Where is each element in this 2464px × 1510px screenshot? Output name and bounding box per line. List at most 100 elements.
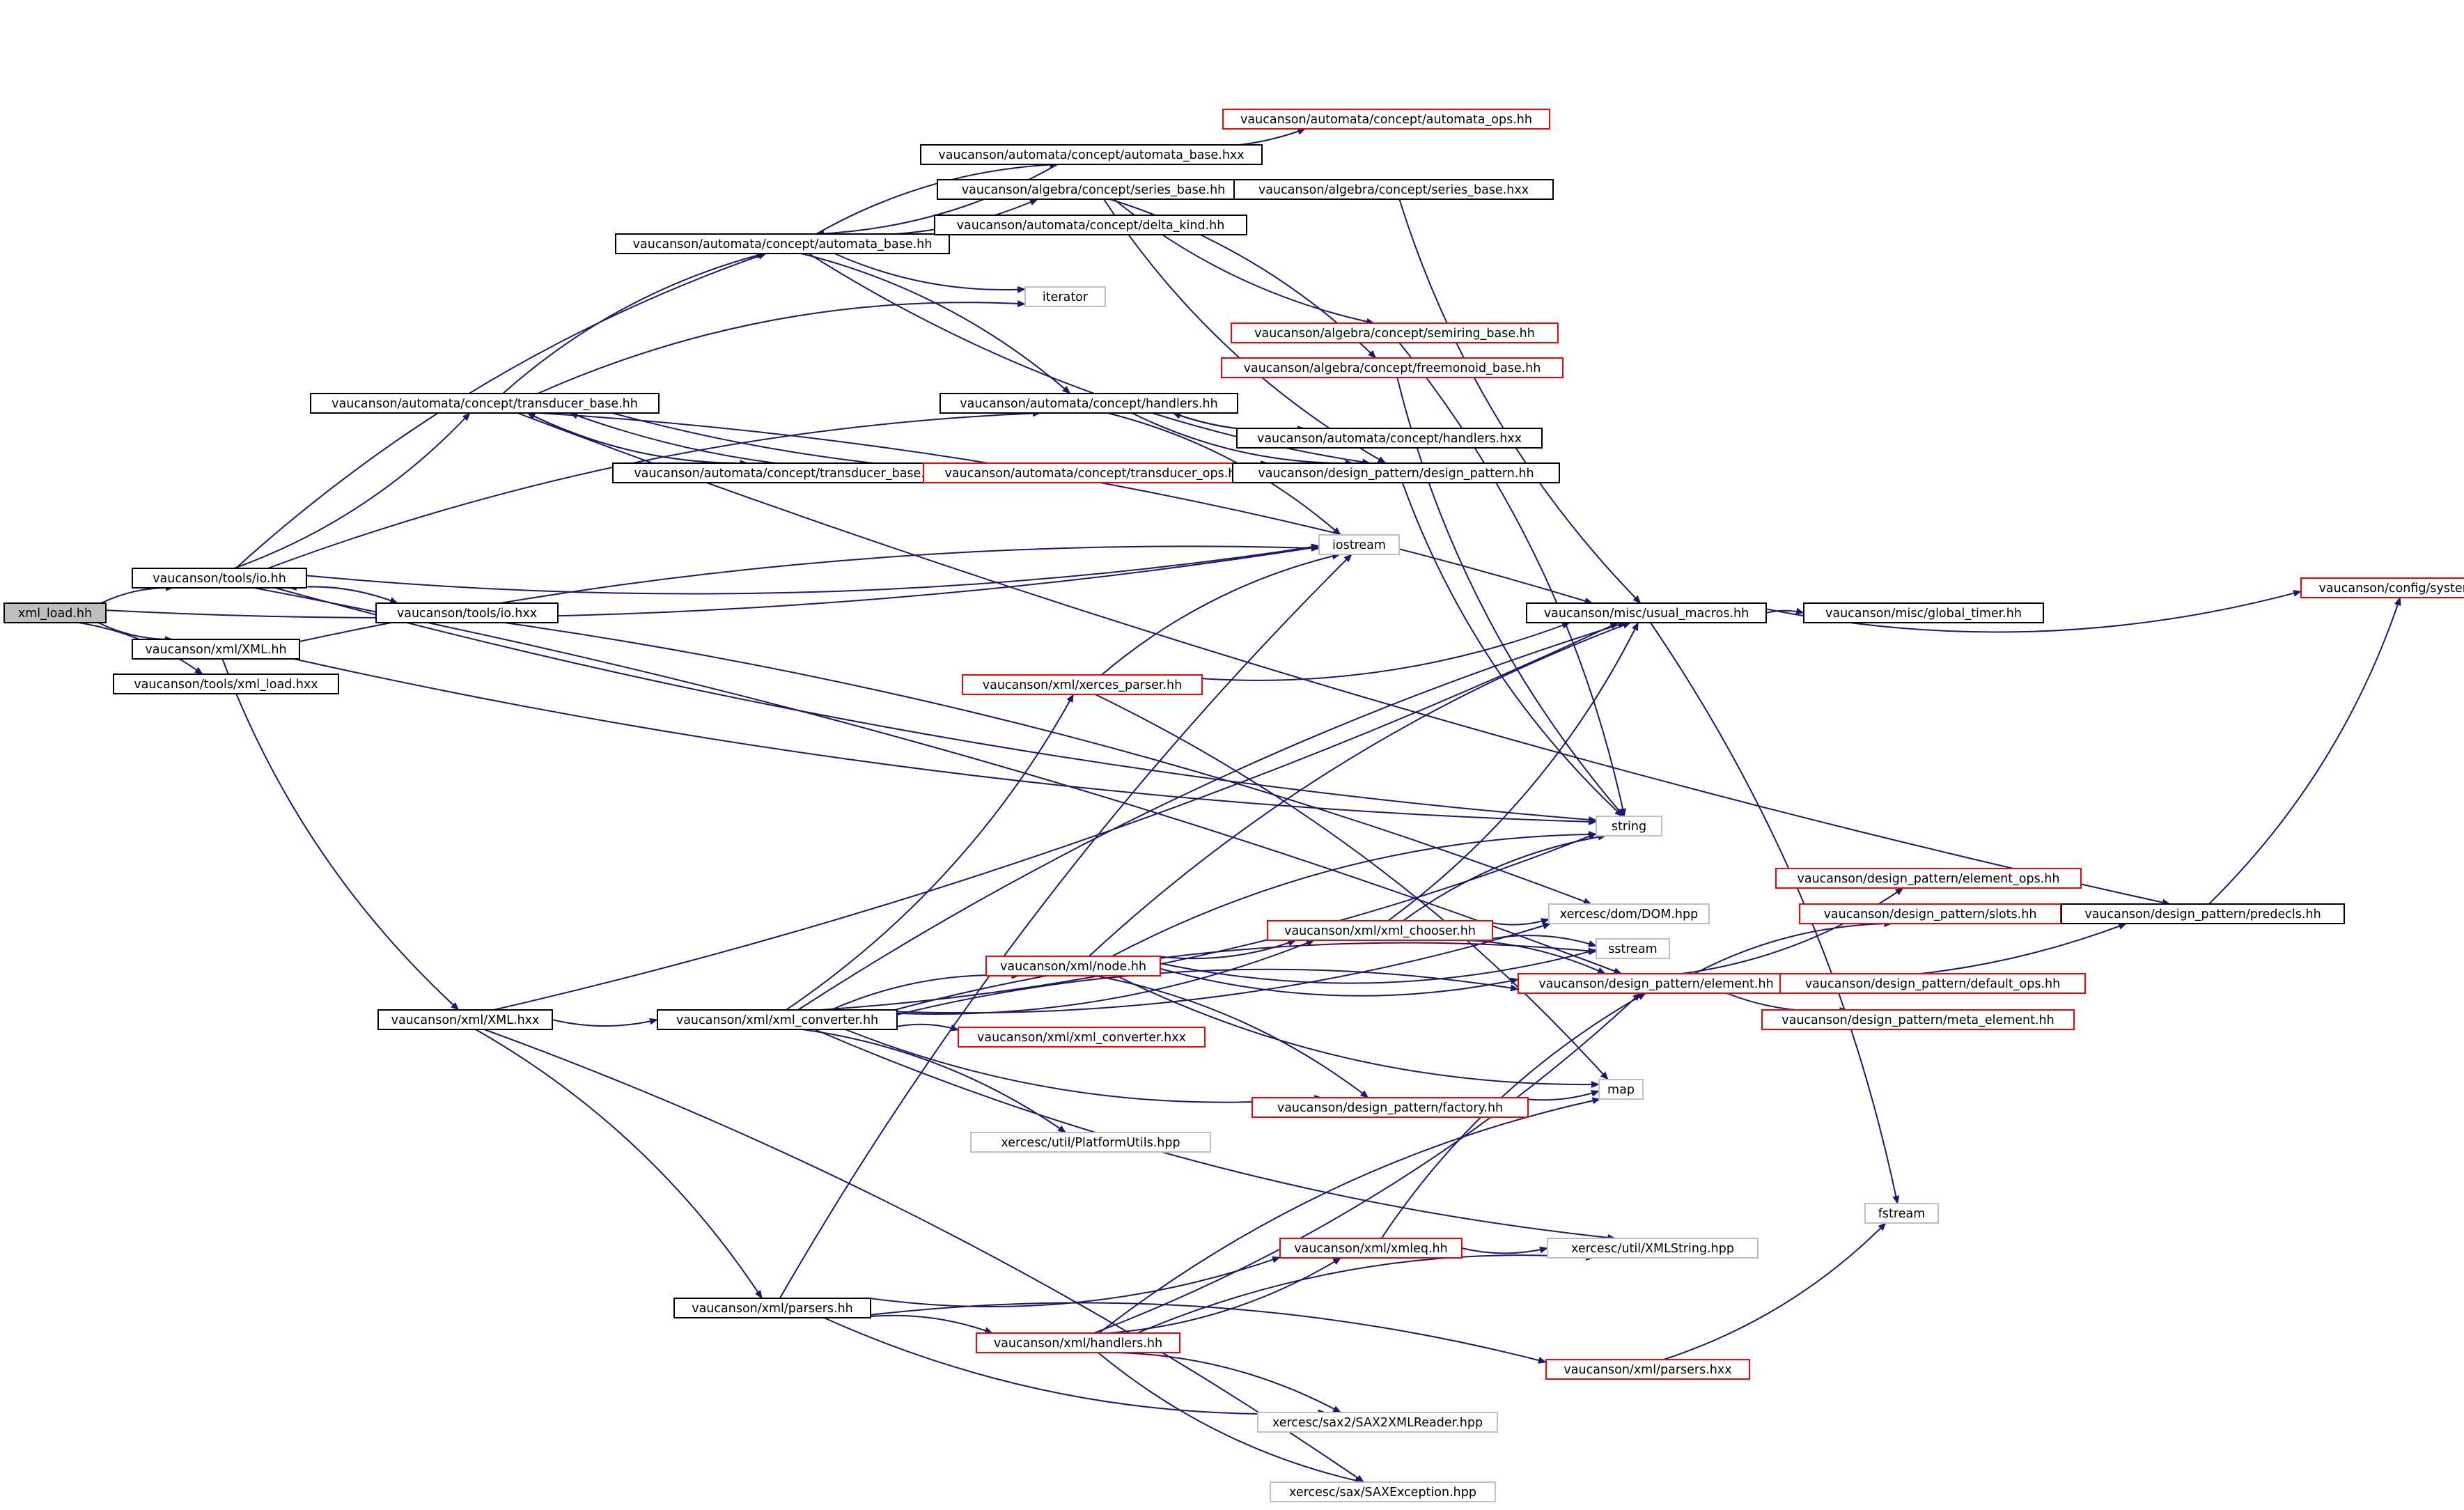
file-node-label: map bbox=[1607, 1083, 1635, 1097]
file-node-label: vaucanson/xml/XML.hh bbox=[145, 643, 286, 657]
file-node-box bbox=[1545, 1359, 1750, 1380]
include-edge bbox=[105, 544, 1320, 619]
file-node-io-hh[interactable]: vaucanson/tools/io.hh bbox=[132, 568, 307, 589]
include-edge bbox=[1157, 940, 1297, 960]
file-node-platformutils-hpp[interactable]: xercesc/util/PlatformUtils.hpp bbox=[970, 1132, 1211, 1153]
file-node-delta-kind-hh[interactable]: vaucanson/automata/concept/delta_kind.hh bbox=[934, 215, 1247, 235]
file-node-label: vaucanson/design_pattern/element.hh bbox=[1538, 977, 1773, 991]
file-node-xml-load-hxx[interactable]: vaucanson/tools/xml_load.hxx bbox=[113, 674, 339, 694]
file-node-box bbox=[923, 462, 1265, 483]
file-node-label: vaucanson/design_pattern/default_ops.hh bbox=[1805, 977, 2060, 991]
file-node-label: vaucanson/misc/global_timer.hh bbox=[1825, 607, 2022, 621]
file-node-semiring-base-hh[interactable]: vaucanson/algebra/concept/semiring_base.… bbox=[1231, 322, 1559, 343]
file-node-box bbox=[934, 215, 1247, 235]
include-edge bbox=[1726, 993, 1848, 1015]
file-node-meta-element-hh[interactable]: vaucanson/design_pattern/meta_element.hh bbox=[1761, 1009, 2075, 1030]
file-node-series-base-hh[interactable]: vaucanson/algebra/concept/series_base.hh bbox=[937, 179, 1250, 200]
file-node-root[interactable]: xml_load.hh bbox=[3, 602, 107, 623]
include-edge bbox=[293, 658, 1597, 825]
file-node-automata-ops-hh[interactable]: vaucanson/automata/concept/automata_ops.… bbox=[1222, 109, 1550, 130]
include-edge bbox=[1663, 1222, 1887, 1360]
file-node-parsers-hxx[interactable]: vaucanson/xml/parsers.hxx bbox=[1545, 1359, 1750, 1380]
include-edge bbox=[1089, 622, 1632, 957]
file-node-box bbox=[1761, 1009, 2075, 1030]
file-node-xml-hxx[interactable]: vaucanson/xml/XML.hxx bbox=[377, 1009, 553, 1030]
file-node-box bbox=[1596, 816, 1662, 836]
file-node-box bbox=[920, 144, 1263, 165]
file-node-io-hxx[interactable]: vaucanson/tools/io.hxx bbox=[375, 602, 559, 623]
file-node-label: vaucanson/design_pattern/slots.hh bbox=[1824, 908, 2037, 921]
file-node-usual-macros-hh[interactable]: vaucanson/misc/usual_macros.hh bbox=[1526, 602, 1767, 623]
file-node-label: vaucanson/algebra/concept/series_base.hh bbox=[962, 183, 1226, 197]
file-node-label: vaucanson/xml/parsers.hxx bbox=[1564, 1363, 1731, 1377]
include-edge bbox=[221, 658, 460, 1011]
file-node-automata-base-hxx[interactable]: vaucanson/automata/concept/automata_base… bbox=[920, 144, 1263, 165]
file-node-label: vaucanson/design_pattern/design_pattern.… bbox=[1258, 467, 1534, 481]
file-node-sstream[interactable]: sstream bbox=[1596, 938, 1670, 959]
file-node-label: vaucanson/xml/xerces_parser.hh bbox=[983, 678, 1182, 692]
file-node-default-ops-hh[interactable]: vaucanson/design_pattern/default_ops.hh bbox=[1779, 973, 2086, 994]
file-node-series-base-hxx[interactable]: vaucanson/algebra/concept/series_base.hx… bbox=[1233, 179, 1554, 200]
file-node-design-pattern-hh[interactable]: vaucanson/design_pattern/design_pattern.… bbox=[1232, 462, 1560, 483]
file-node-element-ops-hh[interactable]: vaucanson/design_pattern/element_ops.hh bbox=[1775, 868, 2082, 889]
file-node-system-hh[interactable]: vaucanson/config/system.hh bbox=[2300, 577, 2464, 598]
include-edge bbox=[870, 1302, 1547, 1364]
file-node-handlers-hxx[interactable]: vaucanson/automata/concept/handlers.hxx bbox=[1236, 428, 1543, 449]
include-edge bbox=[1093, 993, 1642, 1334]
file-node-xmleq-hh[interactable]: vaucanson/xml/xmleq.hh bbox=[1279, 1238, 1463, 1259]
include-edge bbox=[894, 942, 1597, 1011]
file-node-label: vaucanson/tools/io.hxx bbox=[397, 607, 537, 621]
file-node-label: vaucanson/algebra/concept/series_base.hx… bbox=[1258, 183, 1529, 197]
include-edge bbox=[1694, 920, 1893, 974]
include-edge bbox=[1492, 918, 1550, 926]
file-node-xml-chooser-hh[interactable]: vaucanson/xml/xml_chooser.hh bbox=[1267, 920, 1493, 941]
file-node-box bbox=[1252, 1097, 1529, 1118]
file-node-automata-base-hh[interactable]: vaucanson/automata/concept/automata_base… bbox=[615, 233, 950, 254]
file-node-box bbox=[612, 462, 969, 483]
include-edge bbox=[235, 252, 767, 569]
file-node-xml-converter-hh[interactable]: vaucanson/xml/xml_converter.hh bbox=[657, 1009, 898, 1030]
file-node-box bbox=[1518, 973, 1795, 994]
file-node-fstream[interactable]: fstream bbox=[1864, 1203, 1939, 1224]
file-node-label: vaucanson/automata/concept/automata_base… bbox=[633, 238, 933, 251]
file-node-label: vaucanson/automata/concept/delta_kind.hh bbox=[957, 219, 1225, 233]
include-edge bbox=[274, 587, 1597, 823]
file-node-label: vaucanson/xml/parsers.hh bbox=[692, 1302, 853, 1316]
file-node-node-hh[interactable]: vaucanson/xml/node.hh bbox=[985, 956, 1161, 976]
file-node-transducer-base-hxx[interactable]: vaucanson/automata/concept/transducer_ba… bbox=[612, 462, 969, 483]
file-node-handlers-hh[interactable]: vaucanson/automata/concept/handlers.hh bbox=[939, 393, 1238, 414]
file-node-map[interactable]: map bbox=[1598, 1079, 1644, 1100]
file-node-slots-hh[interactable]: vaucanson/design_pattern/slots.hh bbox=[1799, 903, 2061, 924]
file-node-transducer-ops-hh[interactable]: vaucanson/automata/concept/transducer_op… bbox=[923, 462, 1265, 483]
include-edge bbox=[254, 587, 1623, 974]
file-node-xml-hh[interactable]: vaucanson/xml/XML.hh bbox=[132, 639, 300, 660]
file-node-parsers-hh[interactable]: vaucanson/xml/parsers.hh bbox=[673, 1298, 871, 1318]
include-edge bbox=[1158, 622, 1570, 681]
file-node-sax2xmlreader-hpp[interactable]: xercesc/sax2/SAX2XMLReader.hpp bbox=[1257, 1412, 1498, 1433]
file-node-dom-hpp[interactable]: xercesc/dom/DOM.hpp bbox=[1548, 903, 1710, 924]
file-node-xmlstring-hpp[interactable]: xercesc/util/XMLString.hpp bbox=[1547, 1238, 1759, 1259]
file-node-string[interactable]: string bbox=[1596, 816, 1662, 836]
file-node-handlers-xml-hh[interactable]: vaucanson/xml/handlers.hh bbox=[976, 1332, 1180, 1353]
include-edge bbox=[1095, 694, 1609, 1080]
file-node-predecls-hh[interactable]: vaucanson/design_pattern/predecls.hh bbox=[2061, 903, 2345, 924]
file-node-xerces-parser-hh[interactable]: vaucanson/xml/xerces_parser.hh bbox=[962, 674, 1203, 695]
file-node-label: sstream bbox=[1608, 942, 1657, 956]
include-edge bbox=[1101, 552, 1341, 676]
file-node-xml-converter-hxx[interactable]: vaucanson/xml/xml_converter.hxx bbox=[958, 1027, 1206, 1048]
file-node-saxexception-hpp[interactable]: xercesc/sax/SAXException.hpp bbox=[1270, 1481, 1496, 1502]
file-node-label: vaucanson/xml/XML.hxx bbox=[391, 1013, 540, 1027]
file-node-transducer-base-hh[interactable]: vaucanson/automata/concept/transducer_ba… bbox=[310, 393, 660, 414]
file-node-freemonoid-base-hh[interactable]: vaucanson/algebra/concept/freemonoid_bas… bbox=[1221, 357, 1564, 378]
file-node-label: vaucanson/automata/concept/handlers.hh bbox=[960, 397, 1217, 411]
include-edge bbox=[306, 543, 1320, 595]
file-node-element-hh[interactable]: vaucanson/design_pattern/element.hh bbox=[1518, 973, 1795, 994]
include-edge bbox=[493, 622, 1619, 1011]
file-node-iterator[interactable]: iterator bbox=[1024, 286, 1106, 307]
file-node-global-timer-hh[interactable]: vaucanson/misc/global_timer.hh bbox=[1803, 602, 2044, 623]
file-node-box bbox=[976, 1332, 1180, 1353]
file-node-iostream[interactable]: iostream bbox=[1318, 534, 1400, 555]
file-node-box bbox=[962, 674, 1203, 695]
file-node-factory-hh[interactable]: vaucanson/design_pattern/factory.hh bbox=[1252, 1097, 1529, 1118]
